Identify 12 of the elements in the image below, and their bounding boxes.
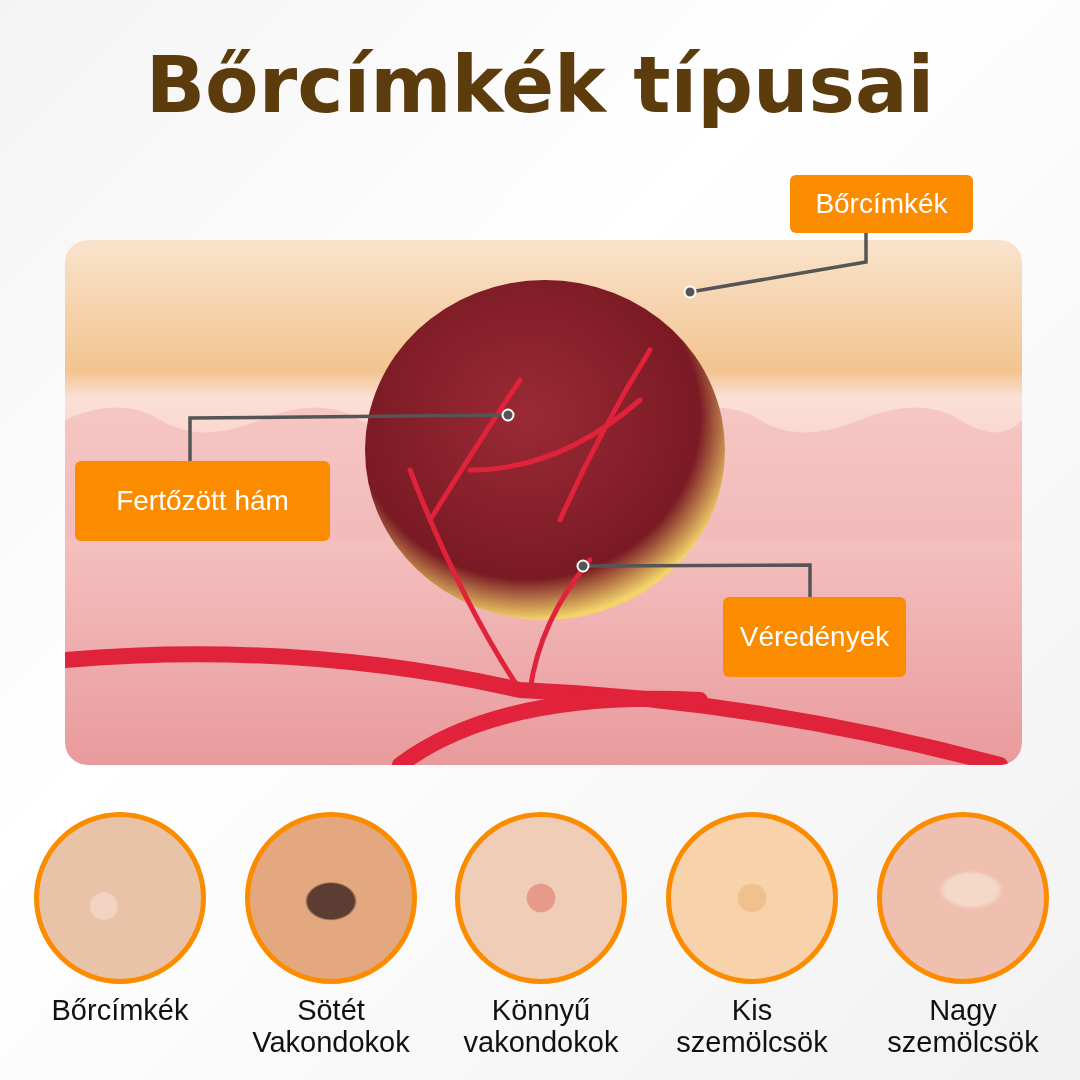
photo-caption: Bőrcímkék <box>51 994 189 1026</box>
callout-label: Véredények <box>723 597 906 677</box>
leader-line <box>683 233 868 299</box>
callout-label: Bőrcímkék <box>790 175 973 233</box>
photo-caption: Könnyű vakondokok <box>462 994 620 1058</box>
photo-caption: Kis szemölcsök <box>675 994 829 1058</box>
photo-caption: Nagy szemölcsök <box>886 994 1040 1058</box>
title: Bőrcímkék típusai <box>144 40 936 130</box>
callout-label: Fertőzött hám <box>75 461 330 541</box>
photo-caption: Sötét Vakondokok <box>251 994 411 1058</box>
leader-line <box>576 559 812 597</box>
leader-line <box>188 408 515 461</box>
